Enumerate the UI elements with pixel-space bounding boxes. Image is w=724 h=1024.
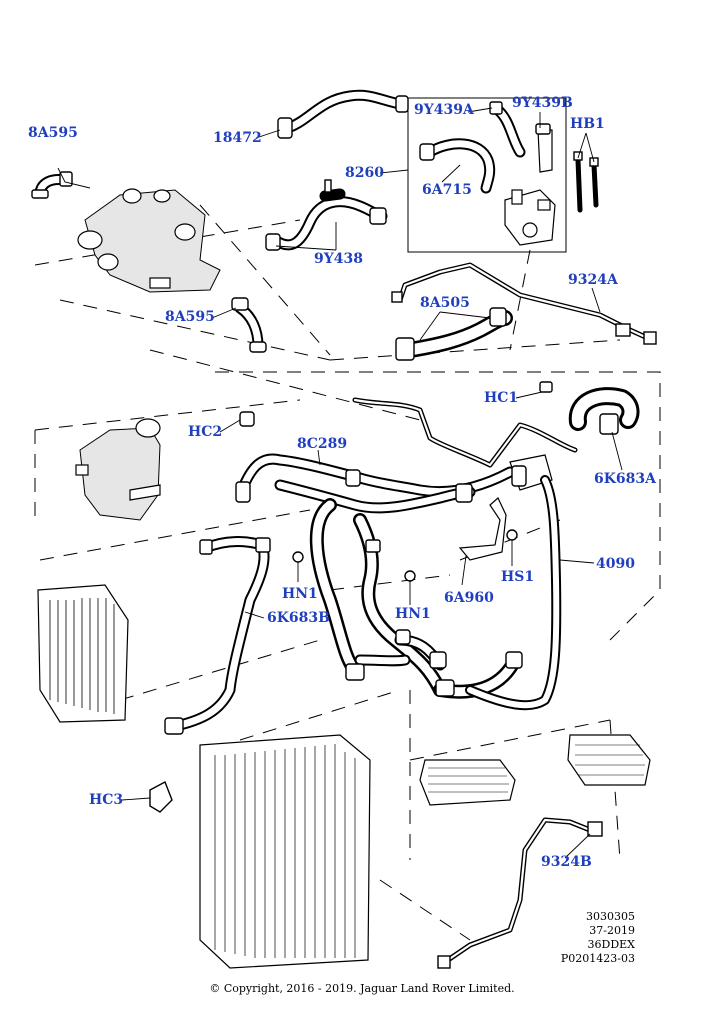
callout-9324a: 9324A — [568, 272, 618, 288]
oil-cooler-center — [419, 759, 516, 806]
elbow-8a595-top — [31, 171, 73, 199]
reference-date: 37-2019 — [589, 924, 635, 937]
inset-hoses — [419, 101, 556, 246]
callout-hb1: HB1 — [570, 116, 605, 132]
callout-18472: 18472 — [213, 130, 262, 146]
callout-8a505: 8A505 — [420, 295, 470, 311]
callout-6k683a: 6K683A — [594, 471, 656, 487]
clamp-hc2 — [239, 411, 255, 427]
hose-8a505 — [395, 307, 513, 361]
callout-hc1: HC1 — [484, 390, 519, 406]
callout-4090: 4090 — [596, 556, 635, 572]
expansion-tank — [75, 418, 161, 521]
auxiliary-radiator — [37, 584, 129, 723]
callout-hc3: HC3 — [89, 792, 124, 808]
elbow-8a595-mid — [231, 297, 267, 353]
reference-engine: 36DDEX — [587, 938, 636, 951]
leader-lines — [57, 107, 623, 859]
callout-6a960: 6A960 — [444, 590, 494, 606]
callout-hc2: HC2 — [188, 424, 223, 440]
bolts-hb1 — [573, 151, 599, 213]
reference-block: 3030305 37-2019 36DDEX P0201423-03 — [561, 910, 635, 966]
pipe-9324b — [437, 817, 603, 969]
reference-illustration: P0201423-03 — [560, 952, 635, 965]
callout-hn1-center: HN1 — [395, 606, 431, 622]
callout-6a715: 6A715 — [422, 182, 472, 198]
callout-9y439b: 9Y439B — [512, 95, 573, 111]
elbow-6k683a — [568, 387, 640, 435]
callout-8260: 8260 — [345, 165, 384, 181]
pipe-9324a — [391, 262, 657, 345]
callout-9324b: 9324B — [541, 854, 592, 870]
nut-hn1-left — [292, 551, 304, 563]
nut-hn1-center — [404, 570, 416, 582]
callout-8c289: 8C289 — [297, 436, 348, 452]
main-hose-network — [235, 397, 578, 699]
clamp-hc1 — [539, 381, 553, 393]
thermostat-housing — [77, 188, 221, 293]
callout-8a595-top: 8A595 — [28, 125, 78, 141]
copyright-notice: © Copyright, 2016 - 2019. Jaguar Land Ro… — [209, 982, 515, 995]
callout-hs1: HS1 — [501, 569, 535, 585]
reference-code: 3030305 — [586, 910, 635, 923]
callout-hn1-left: HN1 — [282, 586, 318, 602]
callout-9y438: 9Y438 — [314, 251, 363, 267]
screw-hs1 — [506, 529, 518, 541]
thermostat-inset-frame — [407, 97, 567, 253]
hose-9y438 — [265, 179, 388, 251]
bracket-6a960 — [458, 497, 507, 561]
hose-18472 — [277, 89, 409, 139]
junction-4090 — [465, 454, 562, 711]
callout-6k683b: 6K683B — [267, 610, 330, 626]
callout-9y439a: 9Y439A — [414, 102, 474, 118]
oil-cooler-right — [567, 734, 651, 786]
callout-8a595-mid: 8A595 — [165, 309, 215, 325]
main-radiator — [199, 734, 371, 969]
hose-6k683b — [164, 536, 271, 735]
clamp-hc3 — [149, 781, 173, 813]
